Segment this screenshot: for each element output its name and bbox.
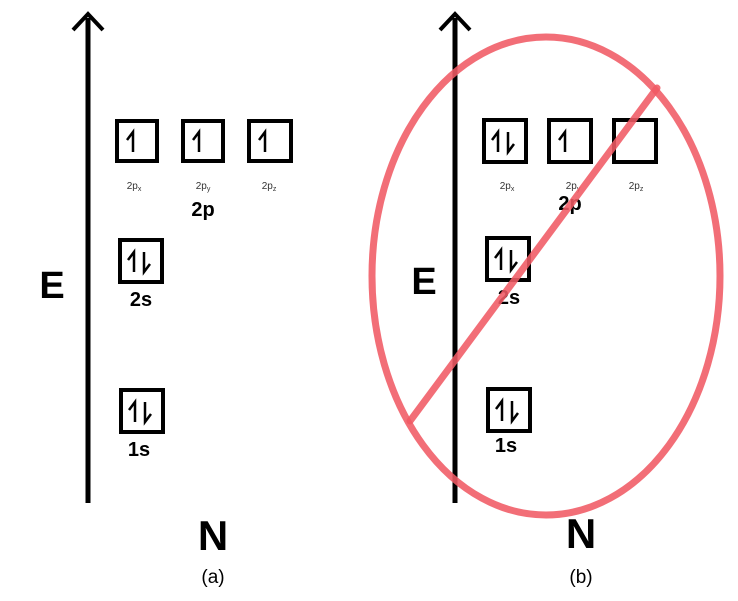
energy-axis <box>71 11 105 503</box>
electron-up-arrow <box>495 397 504 421</box>
caption: (a) <box>201 567 224 588</box>
cross-out-ellipse <box>368 33 724 519</box>
label-1s: 1s <box>128 439 150 461</box>
label-2px: 2px <box>127 181 142 193</box>
electron-up-arrow <box>558 128 567 152</box>
element-label: N <box>198 512 228 559</box>
electron-down-arrow <box>509 250 518 274</box>
orbital-box-2py <box>547 118 593 164</box>
label-2p: 2p <box>191 199 214 221</box>
label-2pz: 2pz <box>629 181 644 193</box>
diagram-b: E 2px 2py 2pz 2p 2s 1s <box>368 11 724 588</box>
orbital-box-2px <box>115 119 159 163</box>
energy-label: E <box>411 261 436 303</box>
label-1s: 1s <box>495 435 517 457</box>
electron-up-arrow <box>192 128 201 152</box>
label-2pz: 2pz <box>262 181 277 193</box>
electron-up-arrow <box>126 128 135 152</box>
label-2s: 2s <box>130 289 152 311</box>
orbital-box-1s <box>486 387 532 433</box>
cross-out-slash <box>406 84 661 425</box>
orbital-box-1s <box>119 388 165 434</box>
diagram-a: E 2px 2py 2pz 2p 2s 1s <box>39 11 293 588</box>
cross-out-mark <box>368 33 724 519</box>
electron-down-arrow <box>142 252 151 276</box>
label-2py: 2py <box>196 181 211 193</box>
electron-up-arrow <box>127 248 136 272</box>
electron-up-arrow <box>128 398 137 422</box>
electron-up-arrow <box>491 128 500 152</box>
element-label: N <box>566 510 596 557</box>
orbital-box-2px <box>482 118 528 164</box>
electron-down-arrow <box>510 401 519 425</box>
electron-down-arrow <box>506 132 515 156</box>
energy-axis <box>438 11 472 503</box>
caption: (b) <box>569 567 592 588</box>
orbital-box-2s <box>118 238 164 284</box>
energy-label: E <box>39 265 64 307</box>
label-2px: 2px <box>500 181 515 193</box>
electron-down-arrow <box>143 402 152 426</box>
electron-up-arrow <box>494 246 503 270</box>
orbital-box-2py <box>181 119 225 163</box>
electron-up-arrow <box>258 128 267 152</box>
orbital-box-2pz <box>247 119 293 163</box>
